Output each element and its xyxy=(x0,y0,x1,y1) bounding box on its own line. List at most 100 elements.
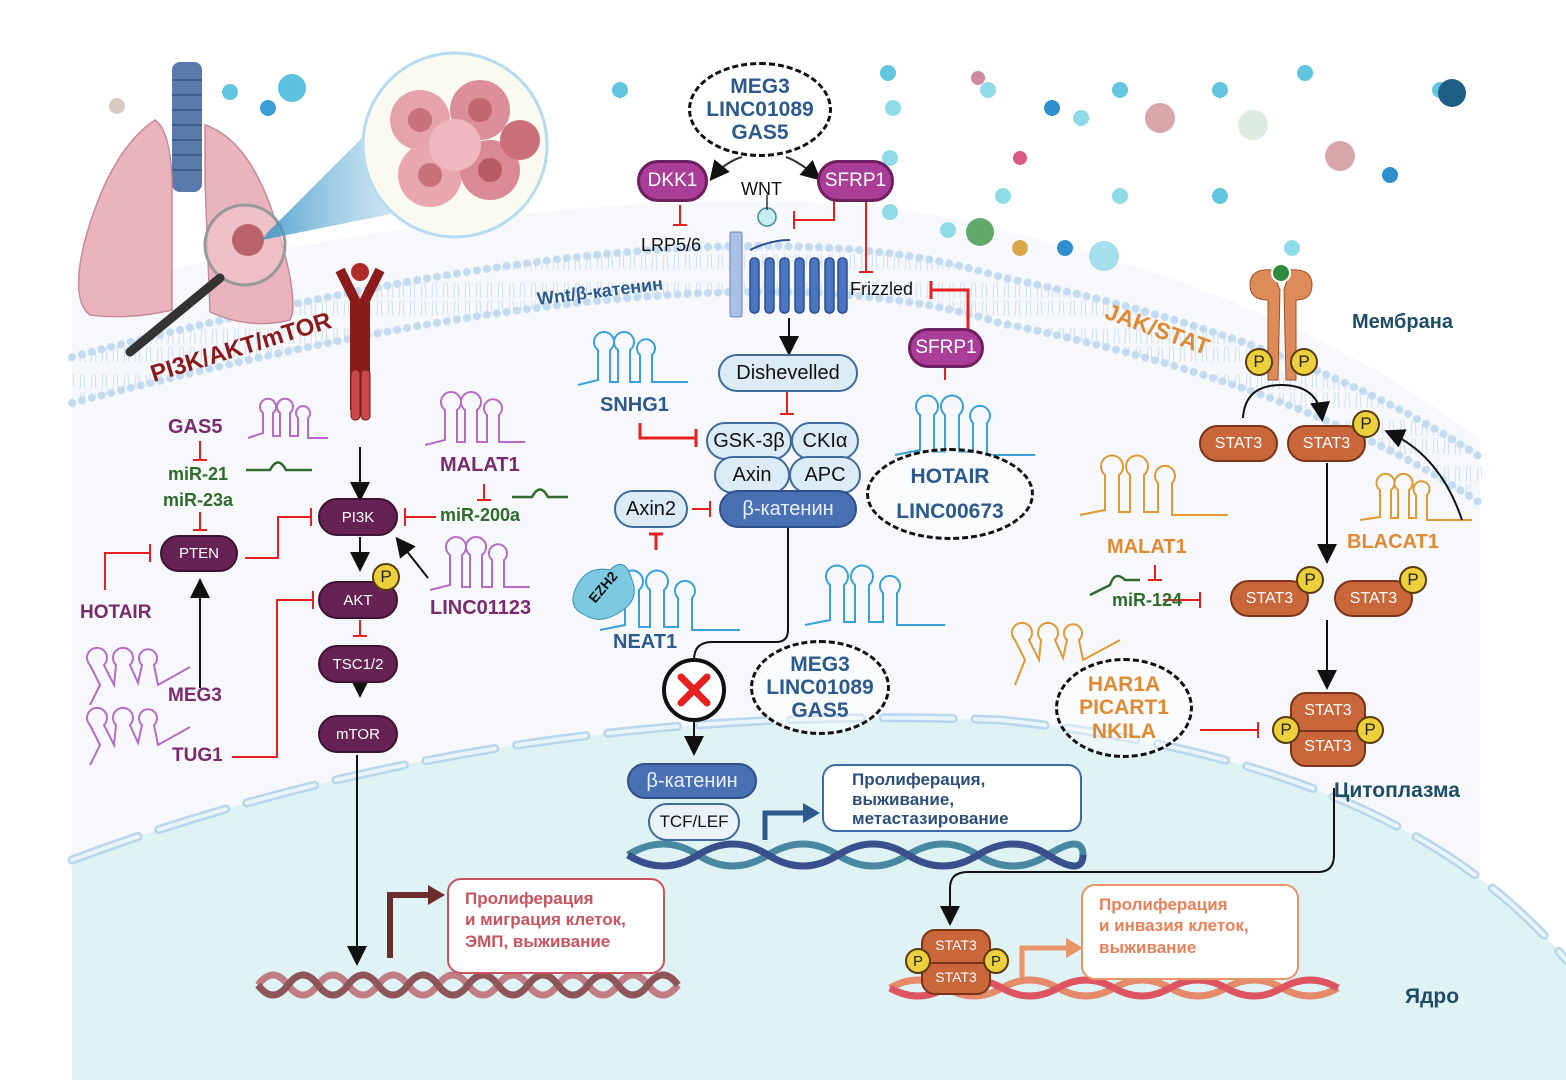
lncrna-linc01089-top: LINC01089 xyxy=(706,97,814,121)
lncrna-group-bottom: MEG3 LINC01089 GAS5 xyxy=(750,640,890,735)
frizzled-receptor xyxy=(729,195,848,318)
node-dkk1: DKK1 xyxy=(637,160,708,202)
lncrna-meg3-top: MEG3 xyxy=(730,74,790,98)
cytokine-receptor xyxy=(1249,263,1313,381)
lncrna-meg3-glyph xyxy=(86,646,191,706)
lncrna-malat1-jak: MALAT1 xyxy=(1107,536,1187,558)
stat3-nuclear-bottom: STAT3 xyxy=(935,969,977,985)
lncrna-linc00673: LINC00673 xyxy=(896,499,1004,523)
ezh2-protein xyxy=(572,563,635,620)
mirna-mir23a: miR-23a xyxy=(163,490,234,510)
lncrna-neat1: NEAT1 xyxy=(613,631,678,653)
lncrna-har1a: HAR1A xyxy=(1087,673,1161,697)
node-stat3-activated: STAT3 xyxy=(1287,425,1366,462)
lncrna-nkila: NKILA xyxy=(1091,719,1157,743)
stat3-dimer-cytoplasm: STAT3 STAT3 xyxy=(1290,692,1366,767)
nucleus-label: Ядро xyxy=(1405,985,1460,1008)
node-axin2: Axin2 xyxy=(614,490,688,528)
lncrna-meg3-pi3k: MEG3 xyxy=(168,685,222,706)
wnt-outcome-box: Пролиферация, выживание, метастазировани… xyxy=(822,764,1082,832)
lung-illustration xyxy=(77,51,549,357)
frizzled-label: Frizzled xyxy=(850,279,914,299)
node-gsk3b: GSK-3β xyxy=(706,422,792,460)
stat3-dimer-bottom: STAT3 xyxy=(1304,738,1352,755)
phospho-stat3-right-icon: P xyxy=(1399,566,1427,594)
lncrna-picart1: PICART1 xyxy=(1079,696,1169,720)
extracellular-particles xyxy=(109,65,1466,271)
phospho-receptor-right-icon: P xyxy=(1290,348,1318,376)
lncrna-gas5: GAS5 xyxy=(168,416,223,438)
membrane-label: Мембрана xyxy=(1352,311,1453,333)
lncrna-neat1-glyph xyxy=(599,569,740,631)
stat3-dimer-top: STAT3 xyxy=(1304,702,1352,719)
node-pten: PTEN xyxy=(160,535,238,572)
node-dishevelled: Dishevelled xyxy=(718,354,858,392)
lncrna-gas5-top: GAS5 xyxy=(731,121,789,145)
phospho-dimer-right-icon: P xyxy=(1356,716,1384,744)
node-stat3-p-left: STAT3 xyxy=(1230,580,1309,617)
lncrna-tug1: TUG1 xyxy=(172,745,223,766)
lncrna-gas5-glyph xyxy=(247,397,328,439)
node-ck1a: CKIα xyxy=(791,422,859,460)
lncrna-hotair-glyph xyxy=(894,394,1035,456)
lncrna-hotair-pi3k: HOTAIR xyxy=(80,602,152,623)
node-beta-catenin: β-катенин xyxy=(719,490,857,528)
lncrna-linc01123: LINC01123 xyxy=(430,597,532,619)
phospho-nuclear-right-icon: P xyxy=(983,948,1009,974)
lncrna-group-jak: HAR1A PICART1 NKILA xyxy=(1055,658,1193,758)
lrp-label: LRP5/6 xyxy=(641,235,702,255)
lncrna-har1a-glyph xyxy=(1011,621,1121,686)
lncrna-malat1-jak-glyph xyxy=(1079,454,1228,516)
lncrna-malat1-glyph xyxy=(424,391,525,446)
lncrna-blacat1: BLACAT1 xyxy=(1347,531,1439,553)
node-sfrp1-top: SFRP1 xyxy=(817,160,894,202)
mirna-mir124: miR-124 xyxy=(1112,590,1183,610)
node-tcf-lef: TCF/LEF xyxy=(648,803,740,841)
pi3k-outcome-box: Пролиферация и миграция клеток, ЭМП, выж… xyxy=(447,878,665,974)
lncrna-snhg1-glyph xyxy=(577,331,688,386)
phospho-receptor-left-icon: P xyxy=(1245,348,1273,376)
lncrna-linc01123-glyph xyxy=(429,536,530,591)
node-apc: APC xyxy=(789,456,861,494)
phospho-nuclear-left-icon: P xyxy=(905,948,931,974)
dna-wnt xyxy=(626,840,1087,870)
mirna-mir200a: miR-200a xyxy=(440,505,521,525)
stat3-nuclear-top: STAT3 xyxy=(935,937,977,953)
rtk-receptor xyxy=(335,263,385,421)
mirna-mir21: miR-21 xyxy=(168,464,229,484)
lncrna-gas5-bottom: GAS5 xyxy=(791,699,849,723)
lncrna-meg3-bottom: MEG3 xyxy=(790,652,850,676)
phospho-dimer-left-icon: P xyxy=(1272,716,1300,744)
phospho-akt-icon: P xyxy=(372,563,400,591)
lncrna-malat1-pi3k: MALAT1 xyxy=(440,454,520,476)
jak-outcome-box: Пролиферация и инвазия клеток, выживание xyxy=(1081,884,1299,980)
blocked-marker xyxy=(662,658,726,722)
phospho-stat3-icon: P xyxy=(1352,410,1380,438)
cell-membrane xyxy=(66,245,1493,500)
lncrna-glyphs xyxy=(86,331,1472,766)
node-mtor: mTOR xyxy=(318,715,398,753)
lncrna-meg3-wnt-glyph xyxy=(804,564,945,626)
dna-pi3k xyxy=(255,971,681,999)
wnt-ligand-label: WNT xyxy=(741,179,782,199)
lncrna-tug1-glyph xyxy=(86,706,191,766)
node-nuclear-beta-catenin: β-катенин xyxy=(627,763,757,799)
stat3-dimer-nucleus: STAT3 STAT3 xyxy=(921,929,991,995)
node-tsc: TSC1/2 xyxy=(318,645,398,683)
node-stat3-inactive: STAT3 xyxy=(1199,425,1278,462)
phospho-stat3-left-icon: P xyxy=(1296,566,1324,594)
node-axin: Axin xyxy=(714,456,790,494)
pathway-edges xyxy=(104,156,1463,978)
node-sfrp1-inner: SFRP1 xyxy=(908,328,984,368)
mirna-glyphs xyxy=(246,461,1140,597)
lncrna-linc01089-bottom: LINC01089 xyxy=(766,675,874,699)
lncrna-snhg1: SNHG1 xyxy=(600,394,669,416)
lncrna-group-hotair: HOTAIR LINC00673 xyxy=(866,448,1034,540)
lncrna-group-top: MEG3 LINC01089 GAS5 xyxy=(688,62,832,157)
cytoplasm-label: Цитоплазма xyxy=(1334,779,1460,802)
lncrna-blacat1-glyph xyxy=(1359,472,1472,521)
node-pi3k: PI3K xyxy=(318,498,398,536)
lncrna-hotair-wnt: HOTAIR xyxy=(910,464,990,488)
